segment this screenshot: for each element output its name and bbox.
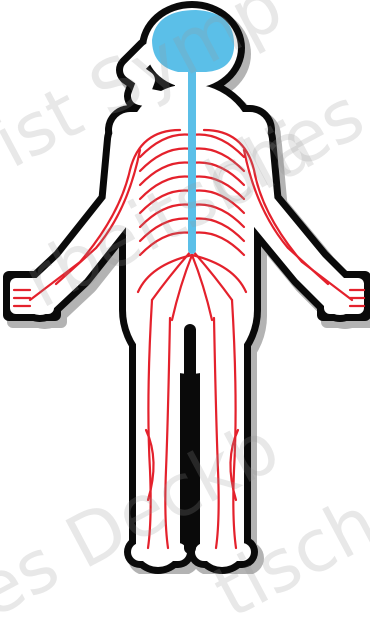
left-hand-fill [10, 278, 54, 314]
body-silhouette [10, 8, 364, 552]
diagram-canvas: ist Symp rbeitsblä ches Nerv es Deckb ti… [0, 0, 370, 574]
brain [152, 10, 234, 72]
human-nervous-system-figure [0, 0, 370, 574]
